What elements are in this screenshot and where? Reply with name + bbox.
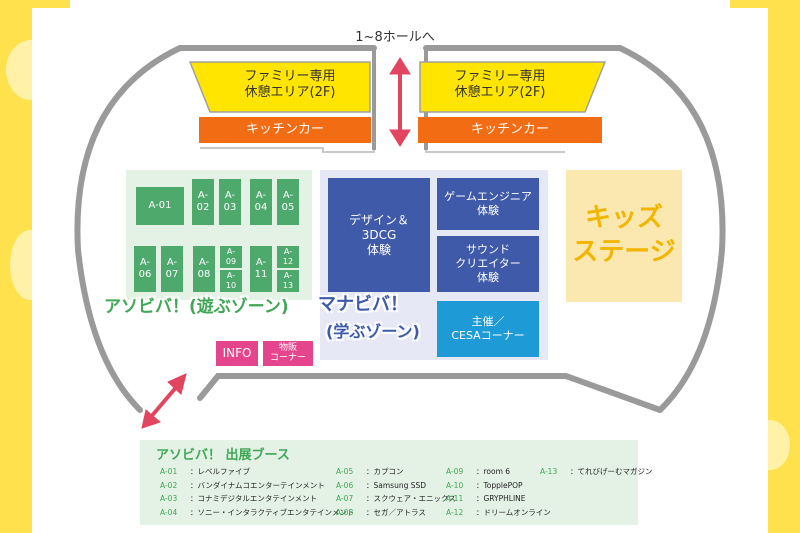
to-halls-1-8-label: 1~8ホールへ [355, 30, 435, 45]
family-area-left: ファミリー専用 休憩エリア(2F) [244, 69, 336, 101]
booth-a10[interactable]: A- 10 [220, 270, 242, 292]
cesa-corner[interactable]: 主催／ CESAコーナー [437, 301, 539, 357]
booth-a05[interactable]: A- 05 [277, 179, 299, 225]
legend-item: A-07：スクウェア・エニックス [336, 494, 456, 503]
legend-item: A-13：てれびげーむマガジン [540, 467, 653, 476]
design-3dcg-area[interactable]: デザイン＆ 3DCG 体験 [328, 178, 430, 292]
info-booth[interactable]: INFO [216, 341, 258, 366]
booth-a04[interactable]: A- 04 [250, 179, 272, 225]
legend-item: A-05：カプコン [336, 467, 404, 476]
family-area-left-shape [188, 61, 371, 113]
booth-a01[interactable]: A-01 [136, 187, 184, 225]
booth-a11[interactable]: A- 11 [250, 246, 272, 292]
kitchen-car-left: キッチンカー [199, 117, 371, 143]
booth-a02[interactable]: A- 02 [192, 179, 214, 225]
family-area-right: ファミリー専用 休憩エリア(2F) [454, 69, 546, 101]
legend-title: アソビバ！ 出展ブース [156, 448, 290, 463]
legend-item: A-08：セガ／アトラス [336, 507, 426, 517]
kitchen-car-right: キッチンカー [418, 117, 602, 143]
booth-a13[interactable]: A- 13 [277, 270, 299, 292]
goods-corner[interactable]: 物販 コーナー [263, 341, 313, 366]
legend-column-2: A-05：カプコン A-06：Samsung SSD A-07：スクウェア・エニ… [336, 466, 456, 520]
booth-a08[interactable]: A- 08 [193, 246, 215, 292]
sound-creator-area[interactable]: サウンド クリエイター 体験 [437, 236, 539, 292]
booth-a03[interactable]: A- 03 [219, 179, 241, 225]
legend-item: A-01：レベルファイブ [160, 467, 250, 476]
legend-item: A-10：TopplePOP [446, 480, 523, 490]
legend-item: A-12：ドリームオンライン [446, 507, 551, 517]
game-engineer-area[interactable]: ゲームエンジニア 体験 [437, 178, 539, 230]
legend-item: A-11：GRYPHLINE [446, 494, 526, 503]
legend-column-1: A-01：レベルファイブ A-02：バンダイナムコエンターテインメント A-03… [160, 466, 354, 520]
legend-item: A-06：Samsung SSD [336, 480, 427, 490]
family-area-right-shape [419, 61, 607, 113]
legend-column-3: A-09：room 6 A-10：TopplePOP A-11：GRYPHLIN… [446, 466, 551, 520]
exhibitor-legend: アソビバ！ 出展ブース A-01：レベルファイブ A-02：バンダイナムコエンタ… [140, 440, 653, 525]
booth-a09[interactable]: A- 09 [220, 246, 242, 268]
legend-item: A-04：ソニー・インタラクティブエンタテインメント [160, 507, 355, 517]
manabiba-zone-title: マナビバ！ [318, 294, 408, 315]
booth-a12[interactable]: A- 12 [277, 246, 299, 268]
legend-item: A-02：バンダイナムコエンターテインメント [160, 480, 325, 490]
legend-item: A-03：コナミデジタルエンタテインメント [160, 494, 318, 503]
legend-item: A-09：room 6 [446, 467, 511, 476]
legend-column-4: A-13：てれびげーむマガジン [540, 466, 653, 480]
kids-stage[interactable]: キッズ ステージ [566, 170, 682, 302]
booth-a06[interactable]: A- 06 [134, 246, 156, 292]
booth-a07[interactable]: A- 07 [161, 246, 183, 292]
manabiba-zone-subtitle: (学ぶゾーン) [326, 322, 420, 341]
asobiba-zone-title: アソビバ！(遊ぶゾーン) [104, 297, 289, 317]
